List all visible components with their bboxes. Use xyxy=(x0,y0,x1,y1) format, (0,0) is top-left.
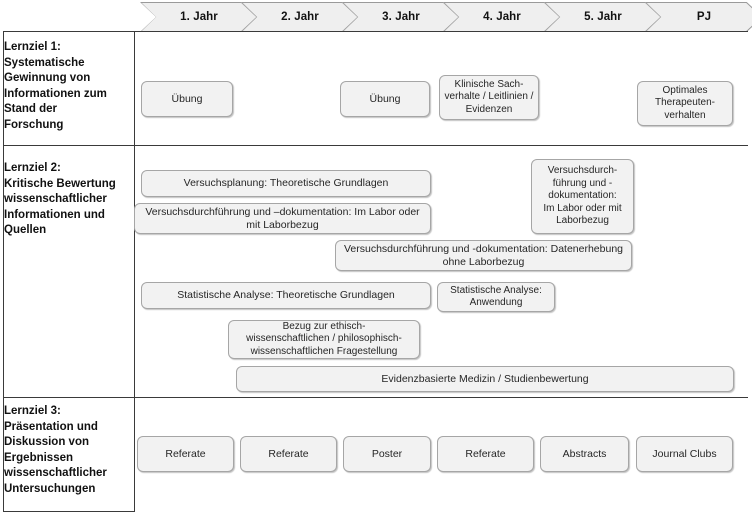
grid-line-row2-row3 xyxy=(3,397,748,398)
row-label-line: Gewinnung von xyxy=(4,72,91,84)
phase-label: 2. Jahr xyxy=(281,11,319,23)
activity-box-referate-3[interactable]: Referate xyxy=(437,436,534,472)
row-label-line: Informationen und xyxy=(4,208,105,221)
grid-line-left xyxy=(3,31,4,512)
phase-chevron-3-jahr[interactable]: 3. Jahr xyxy=(342,2,460,32)
row-label-line: Lernziel 3: xyxy=(4,405,61,417)
row-label-line: Stand der xyxy=(4,103,58,115)
activity-box-versuchsdurchfuehrung-datenerhebung[interactable]: Versuchsdurchführung und -dokumentation:… xyxy=(335,240,632,271)
phase-chevron-pj[interactable]: PJ xyxy=(645,2,752,32)
phase-label: 4. Jahr xyxy=(483,11,521,23)
activity-box-klinische-sachverhalte[interactable]: Klinische Sach-verhalte / Leitlinien /Ev… xyxy=(439,75,539,120)
phase-chevron-5-jahr[interactable]: 5. Jahr xyxy=(544,2,662,32)
row-label-lernziel-2: Lernziel 2: Kritische Bewertung wissensc… xyxy=(4,161,128,239)
row-label-line: Forschung xyxy=(4,118,64,131)
grid-line-top xyxy=(3,31,748,32)
activity-box-uebung-2[interactable]: Übung xyxy=(340,81,430,117)
phase-chevron-2-jahr[interactable]: 2. Jahr xyxy=(241,2,359,32)
row-label-line: wissenschaftlicher xyxy=(4,193,107,205)
row-label-line: Quellen xyxy=(4,224,47,236)
activity-box-statistische-analyse-theorie[interactable]: Statistische Analyse: Theoretische Grund… xyxy=(141,282,431,309)
row-label-line: Untersuchungen xyxy=(4,482,96,495)
grid-line-bottom xyxy=(3,511,134,512)
row-label-line: Ergebnissen xyxy=(4,451,74,464)
activity-box-abstracts[interactable]: Abstracts xyxy=(540,436,629,472)
activity-box-uebung-1[interactable]: Übung xyxy=(141,81,233,117)
phase-chevron-4-jahr[interactable]: 4. Jahr xyxy=(443,2,561,32)
phase-label: 3. Jahr xyxy=(382,11,420,23)
timeline-phase-strip: 1. Jahr 2. Jahr 3. Jahr 4. Jahr 5. Jahr xyxy=(140,2,750,32)
row-label-line: Lernziel 1: xyxy=(4,41,61,53)
matrix-grid xyxy=(3,31,748,512)
activity-box-statistische-analyse-anwendung[interactable]: Statistische Analyse:Anwendung xyxy=(437,282,555,312)
row-label-lernziel-3: Lernziel 3: Präsentation und Diskussion … xyxy=(4,404,128,497)
grid-line-label-column xyxy=(134,31,135,512)
activity-box-versuchsdurchfuehrung-labor-pj[interactable]: Versuchsdurch-führung und -dokumentation… xyxy=(531,159,634,234)
phase-label: 5. Jahr xyxy=(584,11,622,23)
activity-box-referate-2[interactable]: Referate xyxy=(240,436,337,472)
row-label-line: Kritische Bewertung xyxy=(4,177,116,190)
grid-line-row1-row2 xyxy=(3,145,748,146)
activity-box-journal-clubs[interactable]: Journal Clubs xyxy=(636,436,733,472)
row-label-line: Präsentation und xyxy=(4,420,98,433)
row-label-line: Informationen zum xyxy=(4,87,107,100)
phase-label: 1. Jahr xyxy=(180,11,218,23)
row-label-line: Diskussion von xyxy=(4,436,89,448)
row-label-lernziel-1: Lernziel 1: Systematische Gewinnung von … xyxy=(4,40,128,133)
phase-label: PJ xyxy=(696,11,712,23)
row-label-line: Systematische xyxy=(4,56,85,69)
activity-box-poster[interactable]: Poster xyxy=(343,436,431,472)
row-label-line: Lernziel 2: xyxy=(4,162,61,174)
activity-box-bezug-ethisch-philosophisch[interactable]: Bezug zur ethisch-wissenschaftlichen / p… xyxy=(228,320,420,359)
activity-box-versuchsplanung-theorie[interactable]: Versuchsplanung: Theoretische Grundlagen xyxy=(141,170,431,197)
activity-box-versuchsdurchfuehrung-labor[interactable]: Versuchsdurchführung und –dokumentation:… xyxy=(134,203,431,234)
phase-chevron-1-jahr[interactable]: 1. Jahr xyxy=(140,2,258,32)
row-label-line: wissenschaftlicher xyxy=(4,467,107,479)
activity-box-evidenzbasierte-medizin[interactable]: Evidenzbasierte Medizin / Studienbewertu… xyxy=(236,366,734,392)
activity-box-referate-1[interactable]: Referate xyxy=(137,436,234,472)
